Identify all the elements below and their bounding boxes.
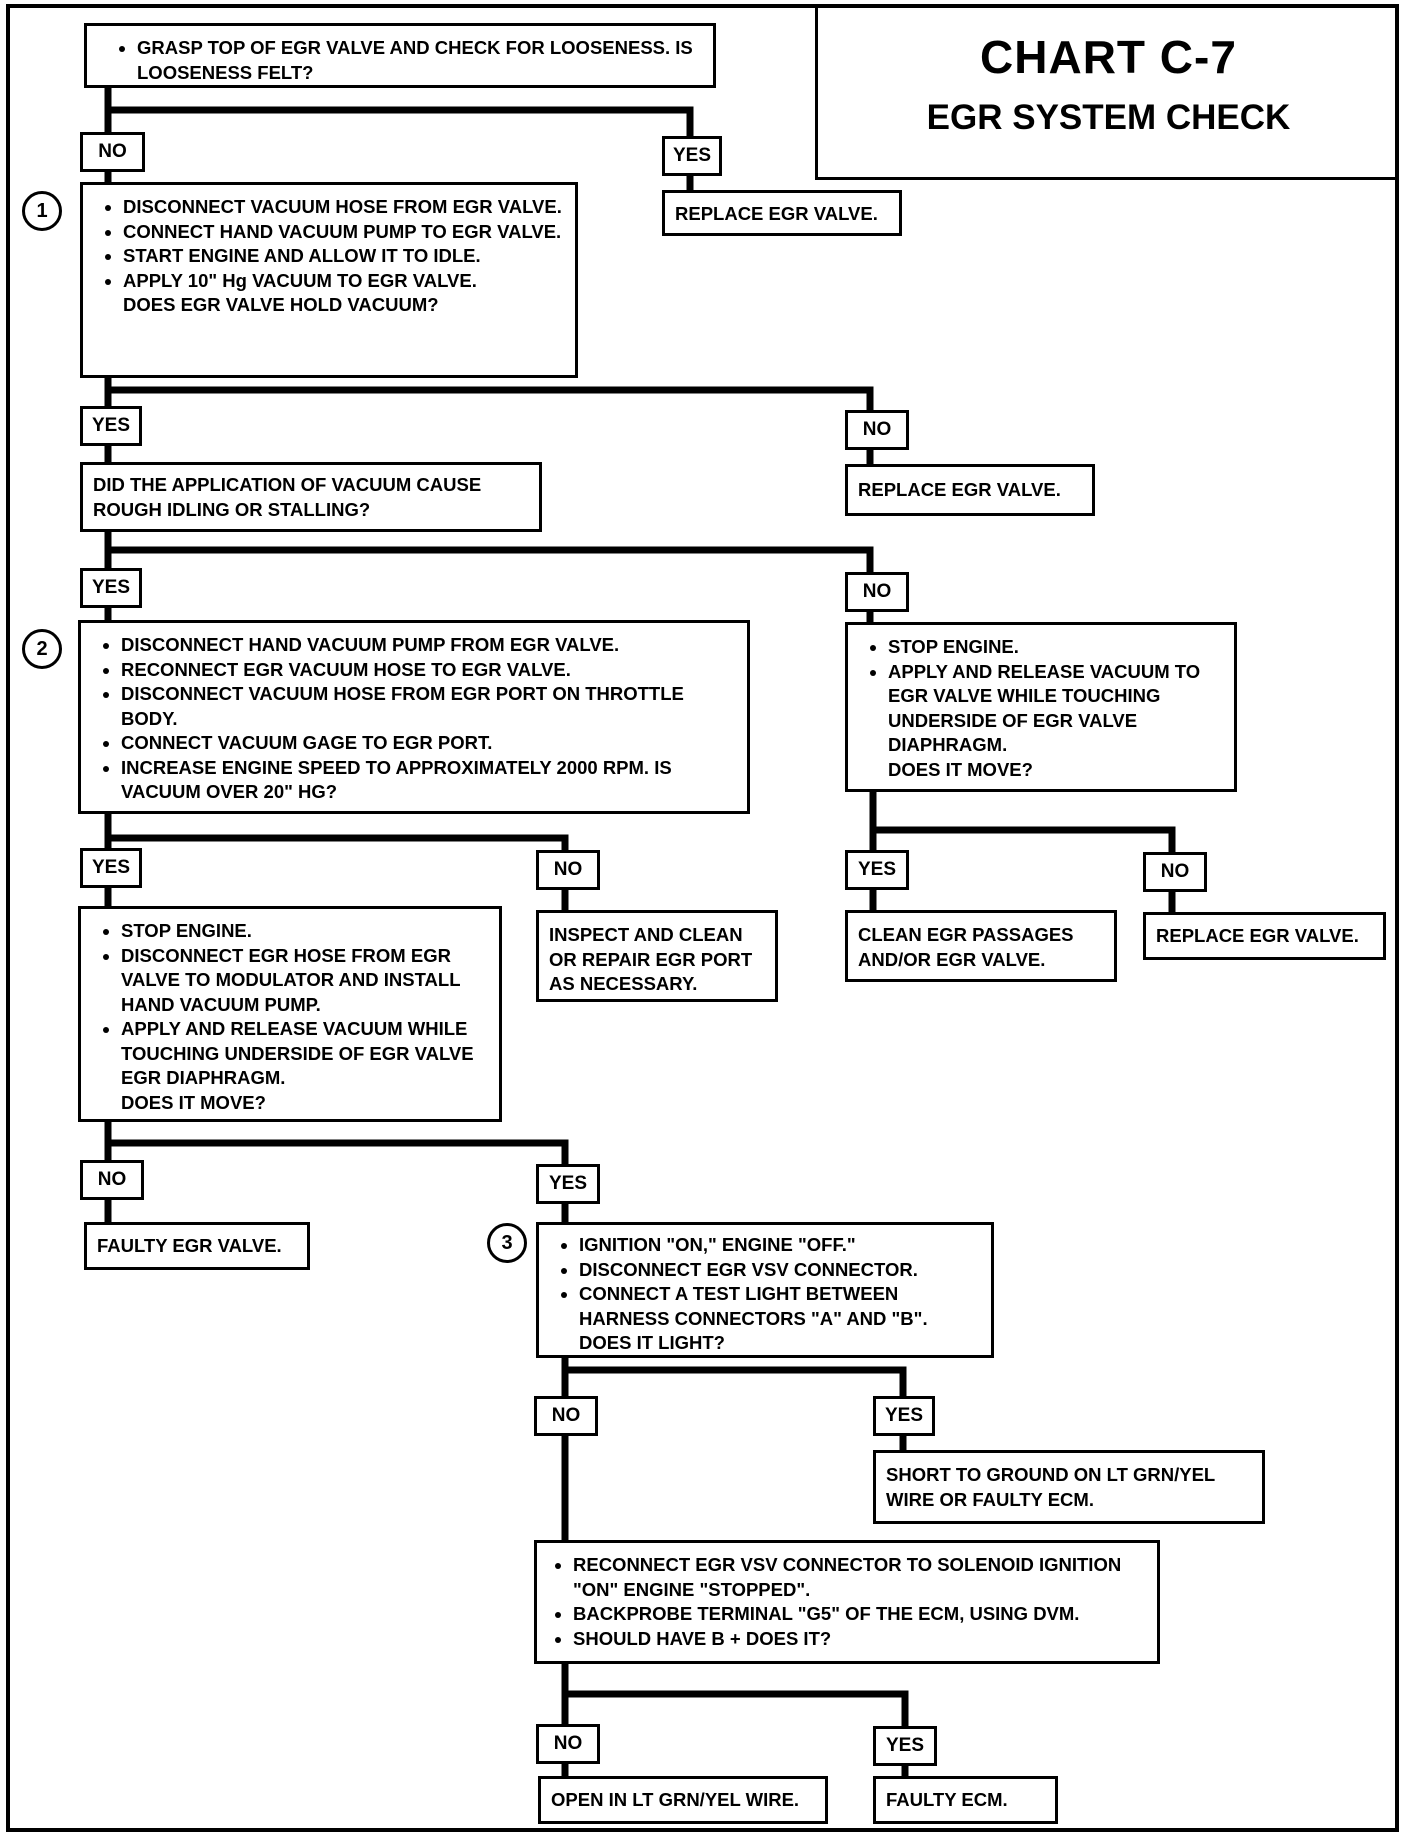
b1-bullet-3: START ENGINE AND ALLOW IT TO IDLE. <box>123 244 567 269</box>
stop2-question: DOES IT MOVE? <box>121 1091 266 1113</box>
short-to-ground-text: SHORT TO GROUND ON LT GRN/YEL WIRE OR FA… <box>886 1464 1215 1510</box>
clean-egr-passages: CLEAN EGR PASSAGES AND/OR EGR VALVE. <box>845 910 1117 982</box>
inspect-egr-port-text: INSPECT AND CLEAN OR REPAIR EGR PORT AS … <box>549 924 753 994</box>
step-vsv-test-light: IGNITION "ON," ENGINE "OFF." DISCONNECT … <box>536 1222 994 1358</box>
step-number-3: 3 <box>487 1223 527 1263</box>
rough-idle-text: DID THE APPLICATION OF VACUUM CAUSE ROUG… <box>93 474 482 520</box>
stop2-bullet-3: APPLY AND RELEASE VACUUM WHILE TOUCHING … <box>121 1017 491 1091</box>
reconnect-no-label: NO <box>536 1724 600 1764</box>
looseness-check-text: GRASP TOP OF EGR VALVE AND CHECK FOR LOO… <box>137 36 705 85</box>
b2-yes-label: YES <box>80 848 142 888</box>
chart-frame <box>6 4 1399 1832</box>
stop1-question: DOES IT MOVE? <box>888 758 1033 780</box>
rough-no-label: NO <box>845 572 909 612</box>
b2-bullet-5: INCREASE ENGINE SPEED TO APPROXIMATELY 2… <box>121 756 739 805</box>
reconnect-bullet-3: SHOULD HAVE B + DOES IT? <box>573 1627 1149 1652</box>
open-in-wire: OPEN IN LT GRN/YEL WIRE. <box>538 1776 828 1824</box>
b1-question: DOES EGR VALVE HOLD VACUUM? <box>123 294 439 315</box>
reconnect-bullet-2: BACKPROBE TERMINAL "G5" OF THE ECM, USIN… <box>573 1602 1149 1627</box>
open-in-wire-text: OPEN IN LT GRN/YEL WIRE. <box>551 1789 800 1810</box>
clean-egr-passages-text: CLEAN EGR PASSAGES AND/OR EGR VALVE. <box>858 924 1074 970</box>
b1-bullet-2: CONNECT HAND VACUUM PUMP TO EGR VALVE. <box>123 220 567 245</box>
b1-no-label: NO <box>845 410 909 450</box>
step-looseness-check: GRASP TOP OF EGR VALVE AND CHECK FOR LOO… <box>84 23 716 88</box>
faulty-egr-valve: FAULTY EGR VALVE. <box>84 1222 310 1270</box>
step-rough-idle: DID THE APPLICATION OF VACUUM CAUSE ROUG… <box>80 462 542 532</box>
step-number-2: 2 <box>22 629 62 669</box>
b2-no-label: NO <box>536 850 600 890</box>
connector-stop2-yes <box>108 1139 569 1164</box>
replace-egr-valve-1: REPLACE EGR VALVE. <box>662 190 902 236</box>
rough-yes-label: YES <box>80 568 142 608</box>
stop2-bullet-1: STOP ENGINE. <box>121 919 491 944</box>
b3-bullet-1: IGNITION "ON," ENGINE "OFF." <box>579 1233 983 1258</box>
connector-rough-no <box>108 546 874 572</box>
stop1-yes-label: YES <box>845 850 909 890</box>
replace-egr-valve-2-text: REPLACE EGR VALVE. <box>858 479 1061 500</box>
b3-bullet-2: DISCONNECT EGR VSV CONNECTOR. <box>579 1258 983 1283</box>
replace-egr-valve-1-text: REPLACE EGR VALVE. <box>675 203 878 224</box>
b2-bullet-3: DISCONNECT VACUUM HOSE FROM EGR PORT ON … <box>121 682 739 731</box>
stop1-bullet-1: STOP ENGINE. <box>888 635 1226 660</box>
title-box: CHART C-7 EGR SYSTEM CHECK <box>815 4 1399 180</box>
faulty-egr-valve-text: FAULTY EGR VALVE. <box>97 1235 282 1256</box>
b2-bullet-2: RECONNECT EGR VACUUM HOSE TO EGR VALVE. <box>121 658 739 683</box>
b3-yes-label: YES <box>873 1396 935 1436</box>
stop1-bullet-2: APPLY AND RELEASE VACUUM TO EGR VALVE WH… <box>888 660 1226 758</box>
replace-egr-valve-3-text: REPLACE EGR VALVE. <box>1156 925 1359 946</box>
replace-egr-valve-2: REPLACE EGR VALVE. <box>845 464 1095 516</box>
connector-b1-no <box>108 386 874 410</box>
connector-stop1-no <box>873 826 1176 852</box>
faulty-ecm: FAULTY ECM. <box>873 1776 1058 1824</box>
inspect-egr-port: INSPECT AND CLEAN OR REPAIR EGR PORT AS … <box>536 910 778 1002</box>
connector-b0-yes <box>108 106 694 136</box>
b2-bullet-1: DISCONNECT HAND VACUUM PUMP FROM EGR VAL… <box>121 633 739 658</box>
b1-yes-label: YES <box>80 406 142 446</box>
step-port-vacuum: DISCONNECT HAND VACUUM PUMP FROM EGR VAL… <box>78 620 750 814</box>
stop2-yes-label: YES <box>536 1164 600 1204</box>
replace-egr-valve-3: REPLACE EGR VALVE. <box>1143 912 1386 960</box>
b3-no-label: NO <box>534 1396 598 1436</box>
stop2-no-label: NO <box>80 1160 144 1200</box>
stop1-no-label: NO <box>1143 852 1207 892</box>
step-vacuum-hold: DISCONNECT VACUUM HOSE FROM EGR VALVE. C… <box>80 182 578 378</box>
chart-title: CHART C-7 <box>980 31 1237 83</box>
stop2-bullet-2: DISCONNECT EGR HOSE FROM EGR VALVE TO MO… <box>121 944 491 1018</box>
reconnect-yes-label: YES <box>873 1726 937 1766</box>
step-backprobe-ecm: RECONNECT EGR VSV CONNECTOR TO SOLENOID … <box>534 1540 1160 1664</box>
connector-reconnect-yes <box>565 1690 909 1726</box>
b0-yes-label: YES <box>662 136 722 176</box>
short-to-ground: SHORT TO GROUND ON LT GRN/YEL WIRE OR FA… <box>873 1450 1265 1524</box>
connector-b2-no <box>108 834 569 850</box>
b1-bullet-1: DISCONNECT VACUUM HOSE FROM EGR VALVE. <box>123 195 567 220</box>
reconnect-bullet-1: RECONNECT EGR VSV CONNECTOR TO SOLENOID … <box>573 1553 1149 1602</box>
step-diaphragm-check-2: STOP ENGINE. DISCONNECT EGR HOSE FROM EG… <box>78 906 502 1122</box>
chart-subtitle: EGR SYSTEM CHECK <box>926 98 1291 137</box>
b3-question: DOES IT LIGHT? <box>579 1332 725 1353</box>
faulty-ecm-text: FAULTY ECM. <box>886 1789 1008 1810</box>
b3-bullet-3: CONNECT A TEST LIGHT BETWEEN HARNESS CON… <box>579 1282 983 1331</box>
step-diaphragm-check-1: STOP ENGINE. APPLY AND RELEASE VACUUM TO… <box>845 622 1237 792</box>
connector-b3-yes <box>565 1366 907 1396</box>
b2-bullet-4: CONNECT VACUUM GAGE TO EGR PORT. <box>121 731 739 756</box>
b0-no-label: NO <box>80 132 145 172</box>
step-number-1: 1 <box>22 191 62 231</box>
b1-bullet-4: APPLY 10" Hg VACUUM TO EGR VALVE. <box>123 269 567 294</box>
